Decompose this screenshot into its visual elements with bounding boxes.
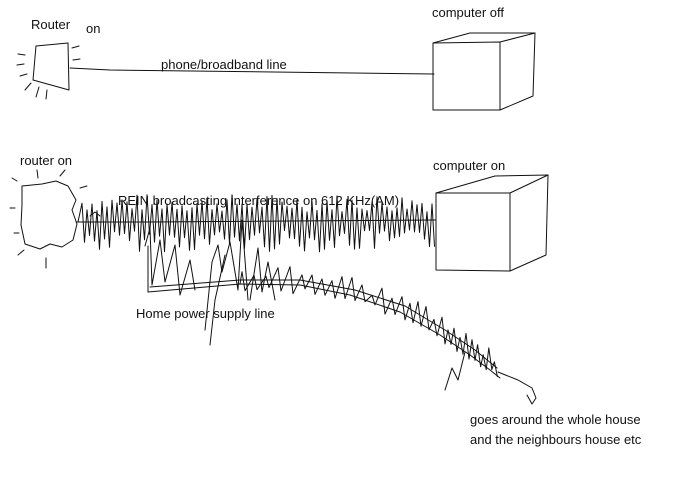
note-line-1: goes around the whole house — [470, 412, 641, 427]
broadband-line-label: phone/broadband line — [161, 57, 287, 72]
note-line-2: and the neighbours house etc — [470, 432, 642, 447]
router-state-label: on — [86, 21, 101, 36]
computer-on-label: computer on — [433, 158, 506, 173]
computer-off-label: computer off — [432, 5, 505, 20]
router-label-top: Router — [31, 17, 71, 32]
router-rays-top — [16, 45, 81, 100]
router-on-label: router on — [20, 153, 73, 168]
power-supply-line — [147, 245, 537, 405]
router-box-bottom — [20, 180, 78, 250]
router-box-top — [32, 42, 70, 91]
power-line-label: Home power supply line — [136, 306, 275, 321]
computer-off-box — [432, 32, 536, 111]
broadband-line — [69, 67, 435, 75]
router-rays-bottom — [9, 169, 88, 269]
interference-zigzag — [77, 194, 435, 346]
computer-on-box — [435, 174, 549, 272]
interference-label: REIN broadcasting interference on 612 KH… — [118, 193, 400, 208]
